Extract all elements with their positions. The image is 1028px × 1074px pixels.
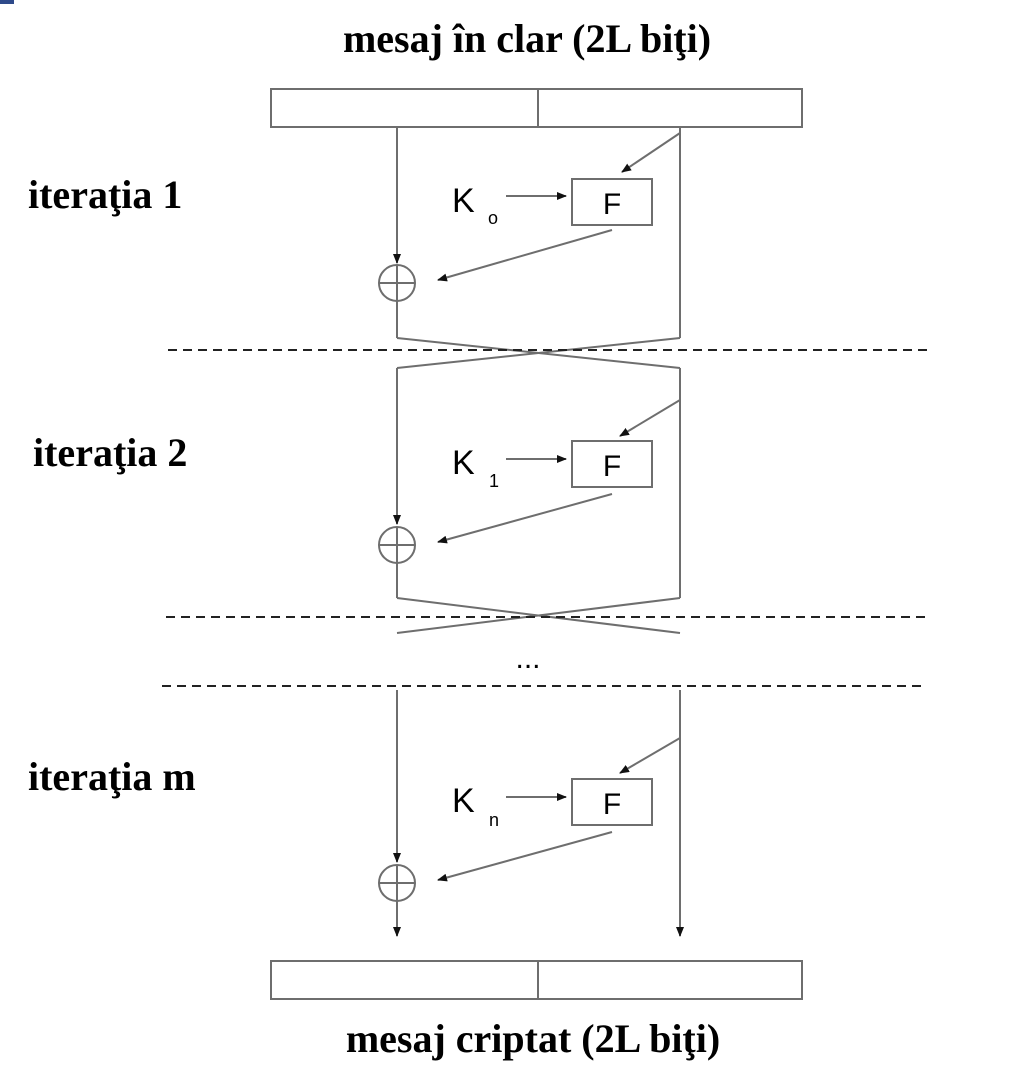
round-m: iteraţia m K n F (28, 690, 684, 937)
round-1-key: K o (452, 182, 498, 228)
svg-text:1: 1 (489, 471, 499, 491)
svg-text:n: n (489, 810, 499, 830)
ciphertext-title: mesaj criptat (2L biţi) (346, 1016, 720, 1061)
svg-text:F: F (603, 788, 621, 821)
round-2-label: iteraţia 2 (33, 430, 187, 475)
round-m-label: iteraţia m (28, 754, 196, 799)
svg-text:K: K (452, 444, 475, 482)
svg-text:F: F (603, 450, 621, 483)
plaintext-title: mesaj în clar (2L biţi) (343, 16, 711, 61)
svg-text:F: F (603, 188, 621, 221)
round-m-xor-icon (378, 864, 416, 902)
round-m-function-box: F (571, 778, 653, 826)
round-1-function-box: F (571, 178, 653, 226)
round-2-xor-icon (378, 526, 416, 564)
svg-text:o: o (488, 208, 498, 228)
round-2-key: K 1 (452, 444, 499, 491)
round-m-key: K n (452, 782, 499, 830)
svg-text:K: K (452, 782, 475, 820)
ciphertext-block (270, 960, 803, 1000)
corner-mark (0, 0, 14, 4)
plaintext-block (270, 88, 803, 128)
round-1: iteraţia 1 K o F (28, 127, 681, 369)
ellipsis: ... (515, 642, 540, 675)
svg-text:K: K (452, 182, 475, 220)
round-1-xor-icon (378, 264, 416, 302)
round-2-function-box: F (571, 440, 653, 488)
round-1-label: iteraţia 1 (28, 172, 182, 217)
round-2: iteraţia 2 K 1 F (33, 368, 681, 634)
